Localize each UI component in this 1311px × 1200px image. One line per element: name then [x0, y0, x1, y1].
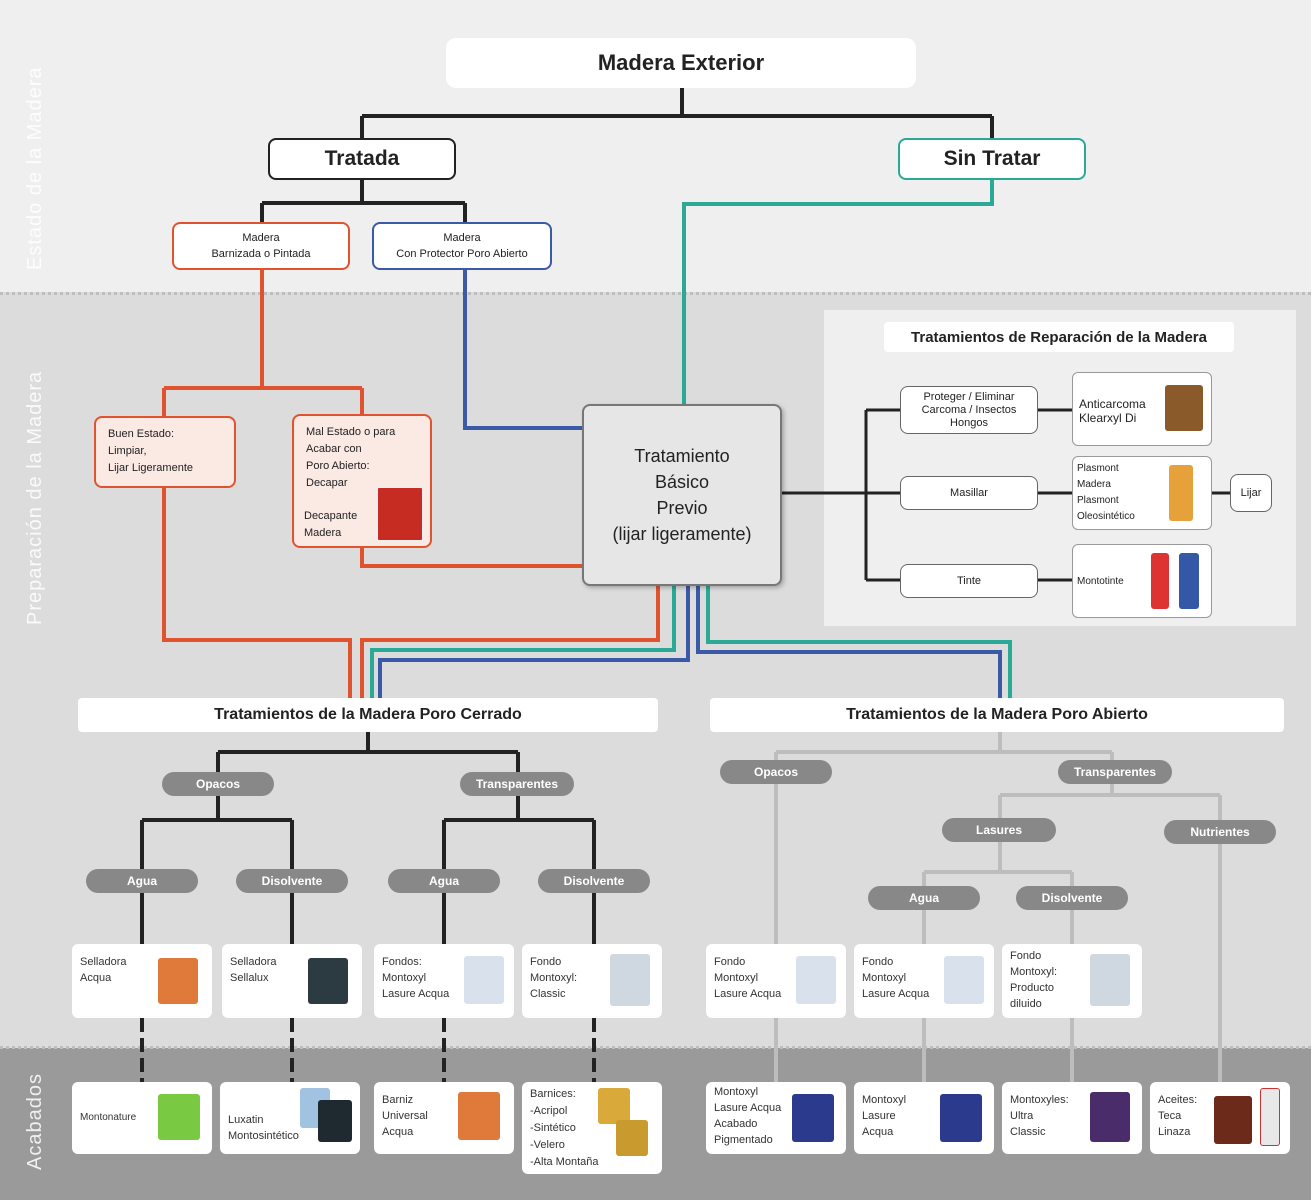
card-label: Selladora Acqua: [80, 956, 127, 984]
anticarcoma-label: Anticarcoma Klearxyl Di: [1079, 397, 1146, 425]
card-montotinte: Montotinte: [1072, 544, 1212, 618]
card-label: Fondo Montoxyl Lasure Acqua: [862, 956, 930, 1000]
product-can-icon: [458, 1092, 500, 1140]
header-poro-abierto: Tratamientos de la Madera Poro Abierto: [710, 698, 1284, 732]
wires-teal: [370, 178, 1012, 700]
product-can-icon: [158, 1094, 200, 1140]
card-montoxyles: Montoxyles: Ultra Classic: [1002, 1082, 1142, 1154]
pill-cerrado-disolvente-1: Disolvente: [236, 869, 348, 893]
card-selladora-sellalux: Selladora Sellalux: [222, 944, 362, 1018]
pill-cerrado-disolvente-2: Disolvente: [538, 869, 650, 893]
card-label: Montoxyles: Ultra Classic: [1010, 1094, 1069, 1138]
pill-abierto-agua: Agua: [868, 886, 980, 910]
card-anticarcoma: Anticarcoma Klearxyl Di: [1072, 372, 1212, 446]
card-label: Barnices: -Acripol -Sintético -Velero -A…: [530, 1088, 599, 1168]
product-can-icon: [598, 1088, 630, 1124]
wires-red: [162, 270, 660, 700]
card-barniz-universal: Barniz Universal Acqua: [374, 1082, 514, 1154]
node-proteger-carcoma: Proteger / Eliminar Carcoma / Insectos H…: [900, 386, 1038, 434]
card-aceites: Aceites: Teca Linaza: [1150, 1082, 1290, 1154]
product-can-icon: [944, 956, 984, 1004]
card-barnices: Barnices: -Acripol -Sintético -Velero -A…: [522, 1082, 662, 1174]
pill-abierto-nutrientes: Nutrientes: [1164, 820, 1276, 844]
product-bottle-icon: [1260, 1088, 1280, 1146]
montotinte-label: Montotinte: [1077, 576, 1124, 587]
card-montonature: Montonature: [72, 1082, 212, 1154]
node-mal-estado: Mal Estado o para Acabar con Poro Abiert…: [292, 414, 432, 548]
card-selladora-acqua: Selladora Acqua: [72, 944, 212, 1018]
node-tratada: Tratada: [268, 138, 456, 180]
node-lijar: Lijar: [1230, 474, 1272, 512]
node-buen-estado: Buen Estado: Limpiar, Lijar Ligeramente: [94, 416, 236, 488]
node-sin-tratar: Sin Tratar: [898, 138, 1086, 180]
card-fondos-montoxyl: Fondos: Montoxyl Lasure Acqua: [374, 944, 514, 1018]
card-lasure-pigmentado: Montoxyl Lasure Acqua Acabado Pigmentado: [706, 1082, 846, 1154]
pill-cerrado-transparentes: Transparentes: [460, 772, 574, 796]
pill-abierto-lasures: Lasures: [942, 818, 1056, 842]
mal-estado-label: Mal Estado o para Acabar con Poro Abiert…: [306, 426, 396, 489]
node-tinte: Tinte: [900, 564, 1038, 598]
product-can-icon: [464, 956, 504, 1004]
product-can-icon: [158, 958, 198, 1004]
plasmont-label: Plasmont Madera Plasmont Oleosintético: [1077, 463, 1135, 522]
pill-cerrado-agua-1: Agua: [86, 869, 198, 893]
pill-abierto-opacos: Opacos: [720, 760, 832, 784]
card-abierto-fondo-1: Fondo Montoxyl Lasure Acqua: [706, 944, 846, 1018]
node-tratamiento-basico: Tratamiento Básico Previo (lijar ligeram…: [582, 404, 782, 586]
card-label: Luxatin Montosintético: [228, 1114, 299, 1142]
plasmont-tube-icon: [1169, 465, 1193, 521]
anticarcoma-can-icon: [1165, 385, 1203, 431]
product-can-icon: [616, 1120, 648, 1156]
product-can-icon: [1214, 1096, 1252, 1144]
title-madera-exterior: Madera Exterior: [446, 38, 916, 88]
card-label: Montoxyl Lasure Acqua Acabado Pigmentado: [714, 1086, 782, 1146]
decapante-can-icon: [376, 486, 424, 542]
card-label: Fondo Montoxyl: Classic: [530, 956, 578, 1000]
card-label: Montoxyl Lasure Acqua: [862, 1094, 907, 1138]
montotinte-bottle-blue-icon: [1179, 553, 1199, 609]
wires-gray: [774, 732, 1222, 1082]
product-can-icon: [792, 1094, 834, 1142]
product-can-icon: [1090, 1092, 1130, 1142]
card-luxatin: Luxatin Montosintético: [220, 1082, 360, 1154]
card-abierto-fondo-3: Fondo Montoxyl: Producto diluido: [1002, 944, 1142, 1018]
product-can-icon: [610, 954, 650, 1006]
card-label: Montonature: [80, 1112, 137, 1123]
card-abierto-fondo-2: Fondo Montoxyl Lasure Acqua: [854, 944, 994, 1018]
wires-blue: [378, 270, 1002, 700]
card-label: Fondo Montoxyl: Producto diluido: [1010, 950, 1058, 1010]
pill-cerrado-agua-2: Agua: [388, 869, 500, 893]
section-divider: [0, 1046, 1311, 1049]
decapante-label: Decapante Madera: [304, 510, 358, 539]
card-label: Fondos: Montoxyl Lasure Acqua: [382, 956, 450, 1000]
card-label: Fondo Montoxyl Lasure Acqua: [714, 956, 782, 1000]
card-label: Selladora Sellalux: [230, 956, 277, 984]
card-plasmont: Plasmont Madera Plasmont Oleosintético: [1072, 456, 1212, 530]
section-divider: [0, 292, 1311, 295]
repair-title: Tratamientos de Reparación de la Madera: [884, 322, 1234, 352]
node-madera-protector: Madera Con Protector Poro Abierto: [372, 222, 552, 270]
montotinte-bottle-red-icon: [1151, 553, 1169, 609]
header-poro-cerrado: Tratamientos de la Madera Poro Cerrado: [78, 698, 658, 732]
product-can-icon: [1090, 954, 1130, 1006]
product-can-icon: [796, 956, 836, 1004]
wires-black: [140, 88, 1230, 1082]
pill-cerrado-opacos: Opacos: [162, 772, 274, 796]
card-fondo-classic: Fondo Montoxyl: Classic: [522, 944, 662, 1018]
card-label: Barniz Universal Acqua: [382, 1094, 428, 1138]
pill-abierto-disolvente: Disolvente: [1016, 886, 1128, 910]
product-can-icon: [940, 1094, 982, 1142]
card-label: Aceites: Teca Linaza: [1158, 1094, 1198, 1138]
product-can-icon: [308, 958, 348, 1004]
card-lasure-acqua: Montoxyl Lasure Acqua: [854, 1082, 994, 1154]
node-masillar: Masillar: [900, 476, 1038, 510]
node-madera-barnizada: Madera Barnizada o Pintada: [172, 222, 350, 270]
product-can-icon: [318, 1100, 352, 1142]
pill-abierto-transparentes: Transparentes: [1058, 760, 1172, 784]
